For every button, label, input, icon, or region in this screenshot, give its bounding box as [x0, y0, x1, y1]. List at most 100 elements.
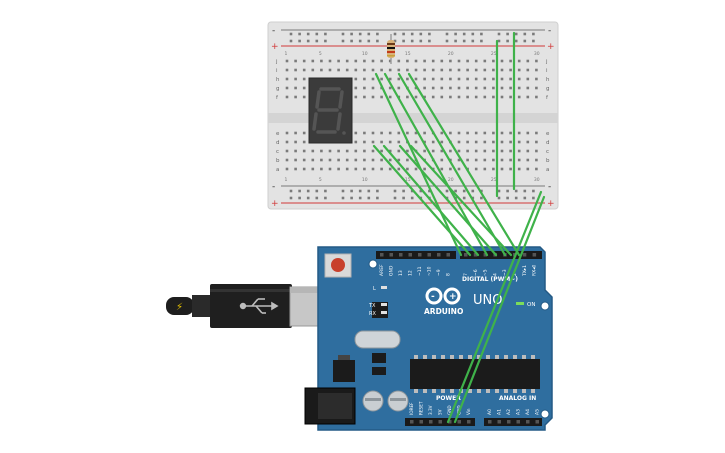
- breadboard-hole[interactable]: [363, 59, 366, 63]
- breadboard-hole[interactable]: [320, 59, 323, 63]
- rail-hole[interactable]: [306, 196, 310, 200]
- breadboard-hole[interactable]: [285, 131, 289, 135]
- breadboard-hole[interactable]: [509, 95, 512, 99]
- breadboard-hole[interactable]: [371, 131, 375, 135]
- breadboard-hole[interactable]: [345, 158, 349, 162]
- breadboard-hole[interactable]: [380, 158, 383, 162]
- power-socket[interactable]: [429, 420, 433, 424]
- digital-socket[interactable]: [389, 253, 394, 257]
- rail-hole[interactable]: [324, 189, 327, 193]
- breadboard-hole[interactable]: [388, 95, 392, 99]
- breadboard-hole[interactable]: [311, 167, 315, 171]
- breadboard-hole[interactable]: [337, 68, 340, 72]
- rail-hole[interactable]: [445, 39, 449, 43]
- breadboard-hole[interactable]: [328, 167, 332, 171]
- rail-hole[interactable]: [367, 32, 371, 36]
- breadboard-hole[interactable]: [423, 149, 426, 153]
- breadboard-hole[interactable]: [517, 59, 521, 63]
- breadboard-hole[interactable]: [285, 149, 289, 153]
- rail-hole[interactable]: [454, 32, 457, 36]
- digital-socket[interactable]: [399, 253, 403, 257]
- breadboard-hole[interactable]: [449, 149, 452, 153]
- breadboard-hole[interactable]: [294, 131, 297, 135]
- breadboard-hole[interactable]: [371, 158, 375, 162]
- breadboard-hole[interactable]: [492, 149, 495, 153]
- breadboard-hole[interactable]: [294, 95, 297, 99]
- breadboard-hole[interactable]: [363, 86, 366, 90]
- rail-hole[interactable]: [402, 32, 405, 36]
- rail-hole[interactable]: [402, 196, 405, 200]
- resistor[interactable]: [387, 34, 395, 64]
- rail-hole[interactable]: [445, 32, 449, 36]
- breadboard-hole[interactable]: [285, 158, 289, 162]
- rail-hole[interactable]: [358, 196, 362, 200]
- breadboard-hole[interactable]: [414, 131, 418, 135]
- rail-hole[interactable]: [532, 39, 535, 43]
- breadboard-hole[interactable]: [431, 149, 435, 153]
- breadboard-hole[interactable]: [457, 158, 461, 162]
- rail-hole[interactable]: [393, 189, 397, 193]
- wire[interactable]: [374, 72, 463, 257]
- rail-hole[interactable]: [289, 196, 293, 200]
- breadboard-hole[interactable]: [363, 149, 366, 153]
- breadboard-hole[interactable]: [517, 140, 521, 144]
- breadboard-hole[interactable]: [517, 86, 521, 90]
- breadboard-hole[interactable]: [423, 95, 426, 99]
- breadboard-hole[interactable]: [388, 140, 392, 144]
- rail-hole[interactable]: [471, 32, 475, 36]
- breadboard-hole[interactable]: [397, 140, 401, 144]
- breadboard-hole[interactable]: [302, 86, 306, 90]
- breadboard-hole[interactable]: [371, 140, 375, 144]
- breadboard-hole[interactable]: [363, 95, 366, 99]
- breadboard-hole[interactable]: [388, 131, 392, 135]
- breadboard-hole[interactable]: [363, 68, 366, 72]
- rail-hole[interactable]: [480, 196, 483, 200]
- breadboard-hole[interactable]: [285, 95, 289, 99]
- rail-hole[interactable]: [341, 32, 345, 36]
- breadboard-hole[interactable]: [509, 77, 512, 81]
- breadboard-hole[interactable]: [397, 59, 401, 63]
- breadboard-hole[interactable]: [431, 59, 435, 63]
- rail-hole[interactable]: [298, 32, 301, 36]
- breadboard-hole[interactable]: [483, 86, 487, 90]
- breadboard-hole[interactable]: [354, 77, 358, 81]
- breadboard-hole[interactable]: [500, 77, 504, 81]
- breadboard-hole[interactable]: [354, 167, 358, 171]
- rail-hole[interactable]: [298, 189, 301, 193]
- breadboard-hole[interactable]: [440, 149, 444, 153]
- rail-hole[interactable]: [402, 39, 405, 43]
- digital-socket[interactable]: [437, 253, 441, 257]
- rail-hole[interactable]: [514, 32, 518, 36]
- rail-hole[interactable]: [298, 196, 301, 200]
- breadboard-hole[interactable]: [431, 68, 435, 72]
- breadboard-hole[interactable]: [406, 158, 409, 162]
- breadboard-hole[interactable]: [406, 167, 409, 171]
- digital-socket[interactable]: [532, 253, 537, 257]
- breadboard-hole[interactable]: [457, 59, 461, 63]
- power-socket[interactable]: [448, 420, 452, 424]
- rail-hole[interactable]: [367, 196, 371, 200]
- breadboard-hole[interactable]: [285, 59, 289, 63]
- breadboard-hole[interactable]: [328, 158, 332, 162]
- breadboard-hole[interactable]: [526, 158, 530, 162]
- rail-hole[interactable]: [289, 189, 293, 193]
- breadboard-hole[interactable]: [517, 95, 521, 99]
- breadboard-hole[interactable]: [449, 59, 452, 63]
- breadboard-hole[interactable]: [449, 68, 452, 72]
- rail-hole[interactable]: [471, 39, 475, 43]
- breadboard-hole[interactable]: [371, 149, 375, 153]
- breadboard-hole[interactable]: [509, 149, 512, 153]
- breadboard-hole[interactable]: [388, 86, 392, 90]
- breadboard-hole[interactable]: [354, 158, 358, 162]
- rail-hole[interactable]: [350, 196, 353, 200]
- breadboard-hole[interactable]: [517, 167, 521, 171]
- breadboard-hole[interactable]: [337, 158, 340, 162]
- rail-hole[interactable]: [350, 39, 353, 43]
- breadboard-hole[interactable]: [328, 149, 332, 153]
- breadboard-hole[interactable]: [328, 68, 332, 72]
- wire[interactable]: [453, 195, 546, 424]
- wire[interactable]: [407, 72, 521, 257]
- rail-hole[interactable]: [358, 32, 362, 36]
- breadboard-hole[interactable]: [431, 77, 435, 81]
- digital-socket[interactable]: [418, 253, 422, 257]
